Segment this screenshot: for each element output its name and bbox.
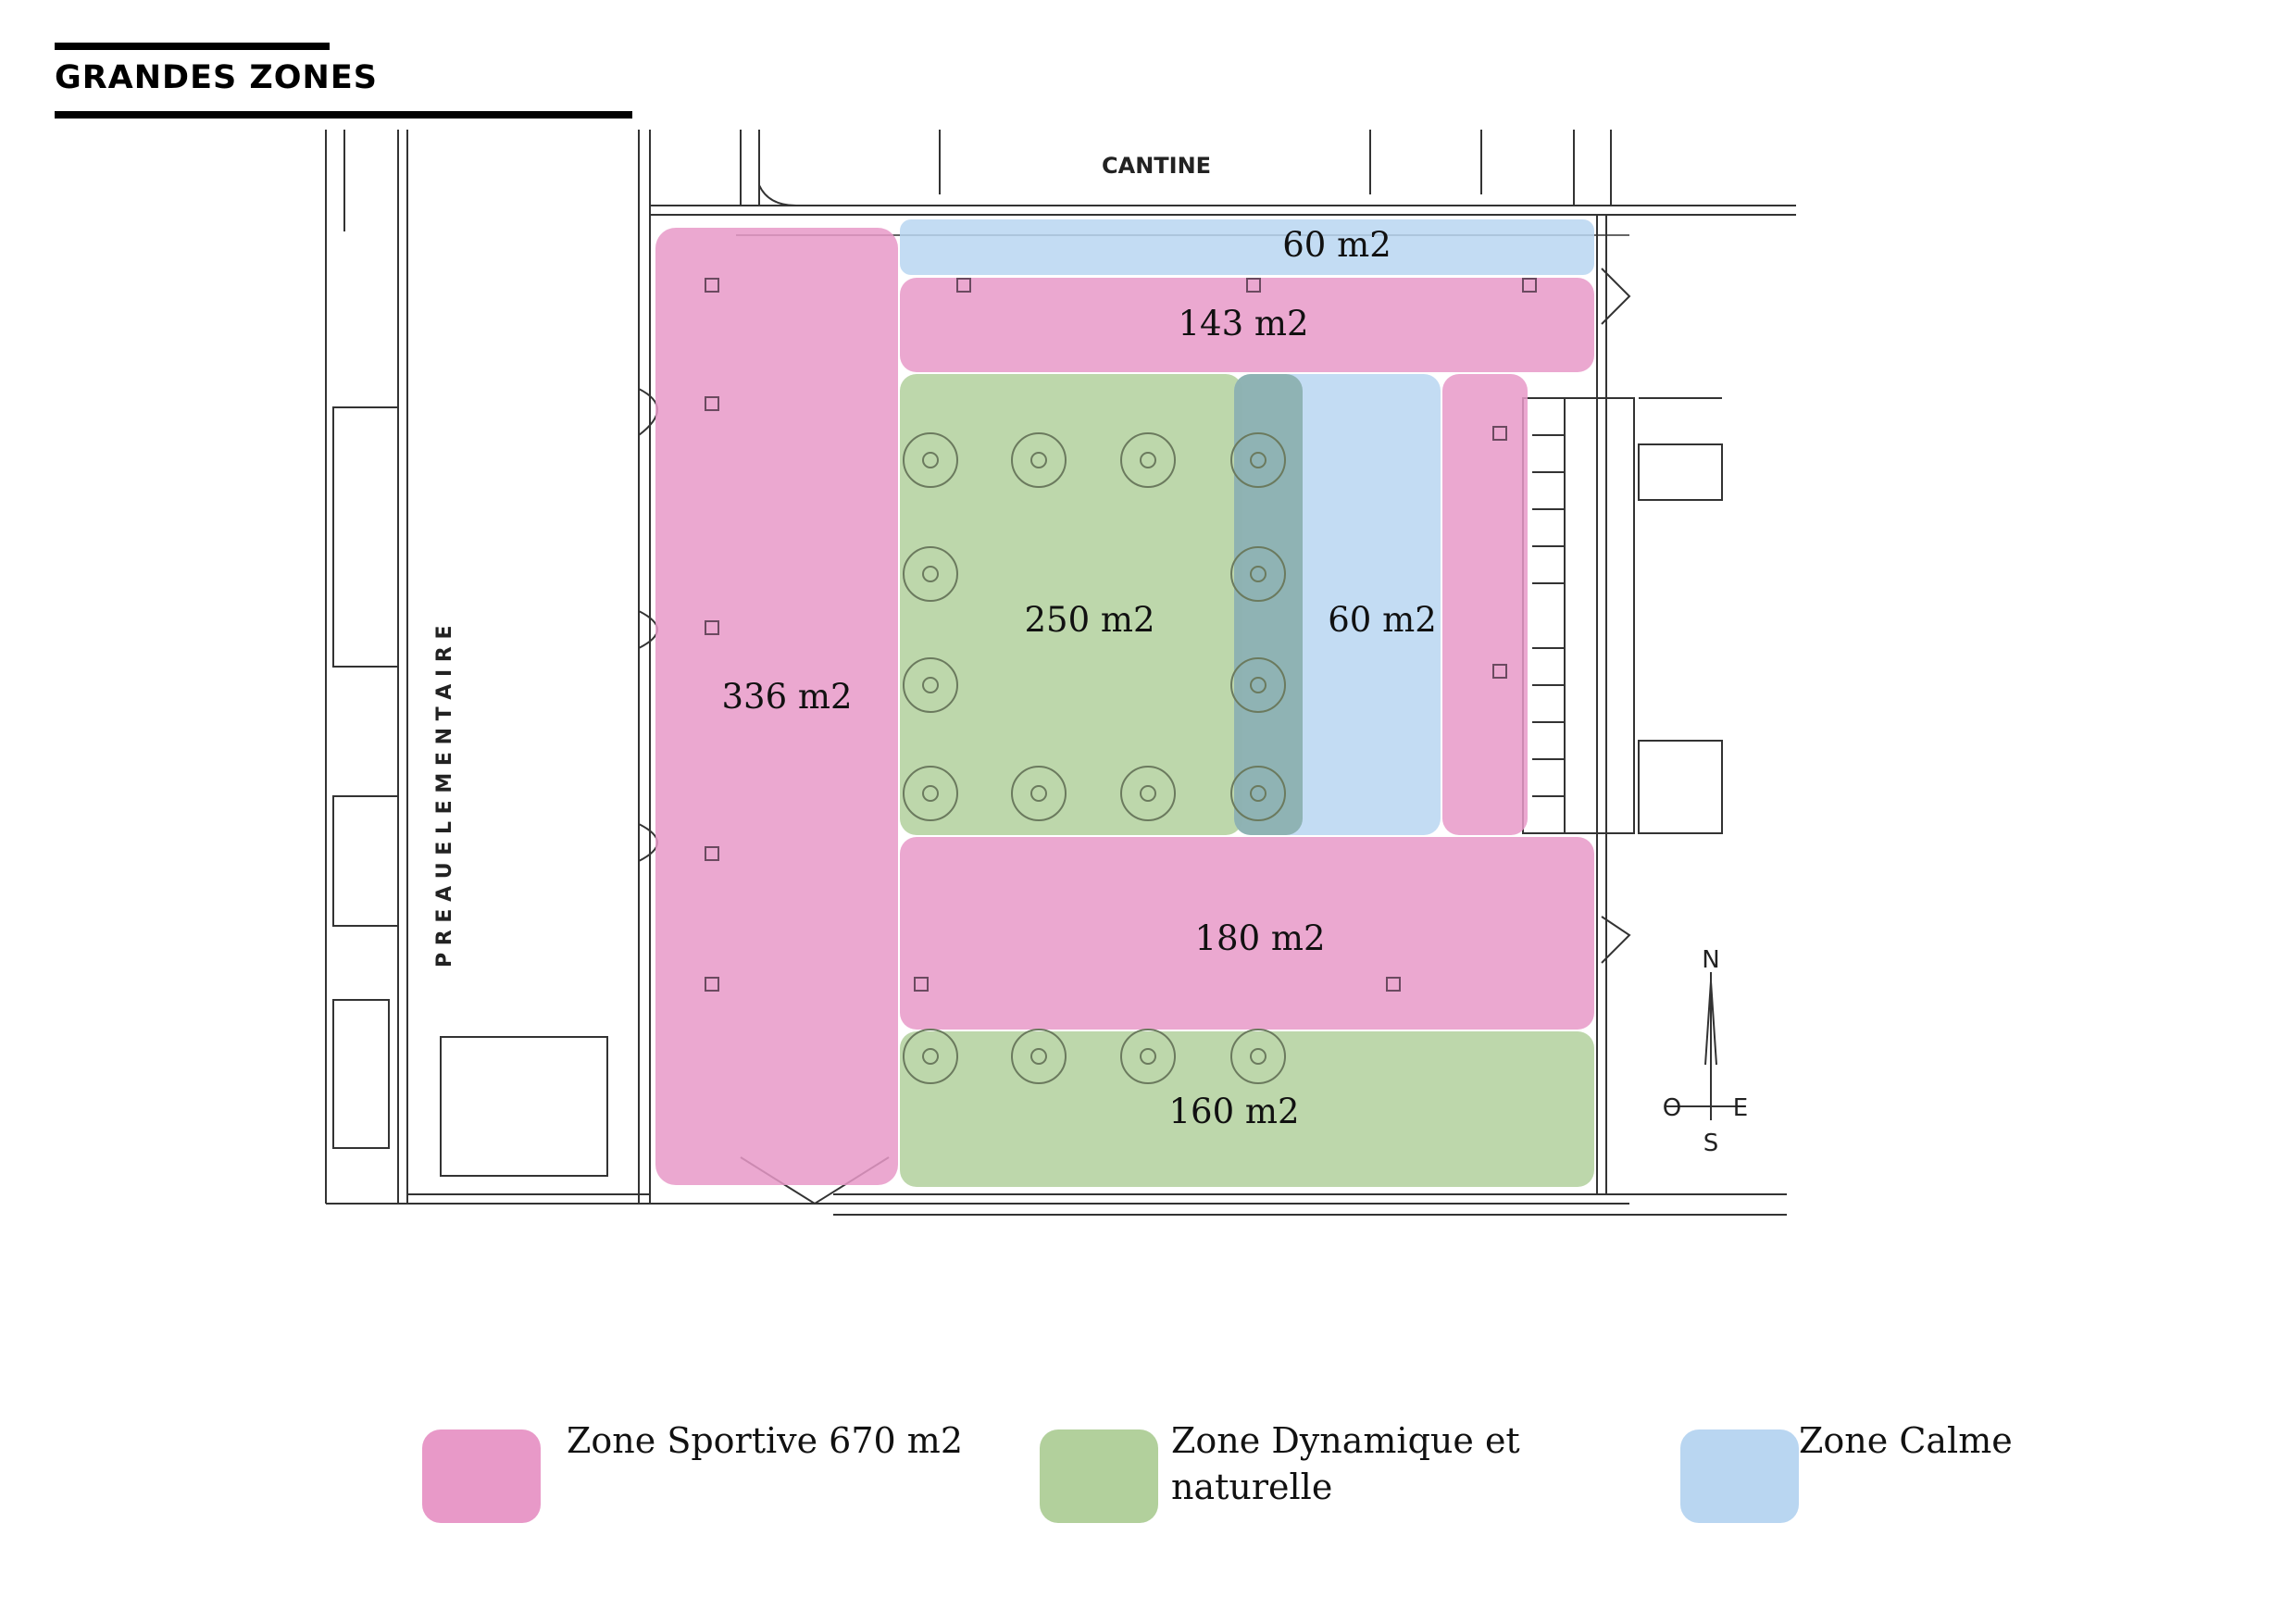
cantine-label: CANTINE	[1102, 153, 1211, 179]
tree-marker-icon	[903, 432, 958, 488]
tree-marker-icon	[1230, 546, 1286, 602]
legend-swatch-dynamique	[1040, 1429, 1158, 1523]
tree-marker-icon	[1011, 766, 1067, 821]
title-top-rule	[55, 43, 330, 50]
zones-layer	[655, 219, 1594, 1187]
tree-markers	[903, 432, 1286, 1084]
tree-marker-icon	[903, 546, 958, 602]
legend-label-dynamique-line2: naturelle	[1171, 1467, 1333, 1507]
tree-marker-icon	[1120, 766, 1176, 821]
compass-icon	[1666, 972, 1741, 1120]
title-bottom-rule	[55, 111, 632, 119]
tree-marker-icon	[1011, 432, 1067, 488]
compass-north: N	[1702, 946, 1719, 974]
tree-marker-icon	[903, 1029, 958, 1084]
tree-marker-icon	[1230, 1029, 1286, 1084]
tree-marker-icon	[1120, 1029, 1176, 1084]
legend-label-dynamique: Zone Dynamique et naturelle	[1171, 1417, 1520, 1510]
page-title: GRANDES ZONES	[55, 59, 378, 96]
zone-sport-right-strip	[1442, 374, 1528, 835]
preau-label: P R E A U E L E M E N T A I R E	[433, 626, 456, 968]
zone-sport-left	[655, 228, 898, 1185]
zone-dyn-center	[900, 374, 1242, 835]
zone-label-calme-top: 60 m2	[1282, 225, 1391, 265]
tree-marker-icon	[1230, 766, 1286, 821]
zone-label-sport-left: 336 m2	[721, 677, 852, 717]
legend-label-sportive: Zone Sportive 670 m2	[567, 1420, 964, 1461]
tree-marker-icon	[1120, 432, 1176, 488]
zone-label-dyn-bottom: 160 m2	[1168, 1092, 1299, 1131]
legend-swatch-calme	[1680, 1429, 1799, 1523]
tree-marker-icon	[903, 766, 958, 821]
zone-sport-top	[900, 278, 1594, 372]
zone-labels: 60 m2 143 m2 336 m2 250 m2 60 m2 180 m2 …	[721, 225, 1436, 1131]
tree-marker-icon	[1230, 657, 1286, 713]
zone-label-sport-middle: 180 m2	[1194, 918, 1325, 958]
zone-label-calme-right: 60 m2	[1328, 600, 1436, 640]
compass-west: O	[1663, 1094, 1681, 1122]
fixture-markers	[705, 278, 1537, 992]
tree-marker-icon	[903, 657, 958, 713]
zone-overlap	[1234, 374, 1303, 835]
zone-calme-top	[900, 219, 1594, 275]
legend-label-calme: Zone Calme	[1799, 1420, 2013, 1461]
legend-label-dynamique-line1: Zone Dynamique et	[1171, 1420, 1520, 1461]
compass-east: E	[1733, 1094, 1748, 1122]
compass-south: S	[1703, 1130, 1719, 1157]
zone-dyn-bottom	[900, 1031, 1594, 1187]
zone-sport-middle	[900, 837, 1594, 1030]
legend-swatch-sportive	[422, 1429, 541, 1523]
tree-marker-icon	[1011, 1029, 1067, 1084]
zone-label-dyn-center: 250 m2	[1024, 600, 1154, 640]
tree-marker-icon	[1230, 432, 1286, 488]
zone-label-sport-top: 143 m2	[1178, 304, 1308, 343]
